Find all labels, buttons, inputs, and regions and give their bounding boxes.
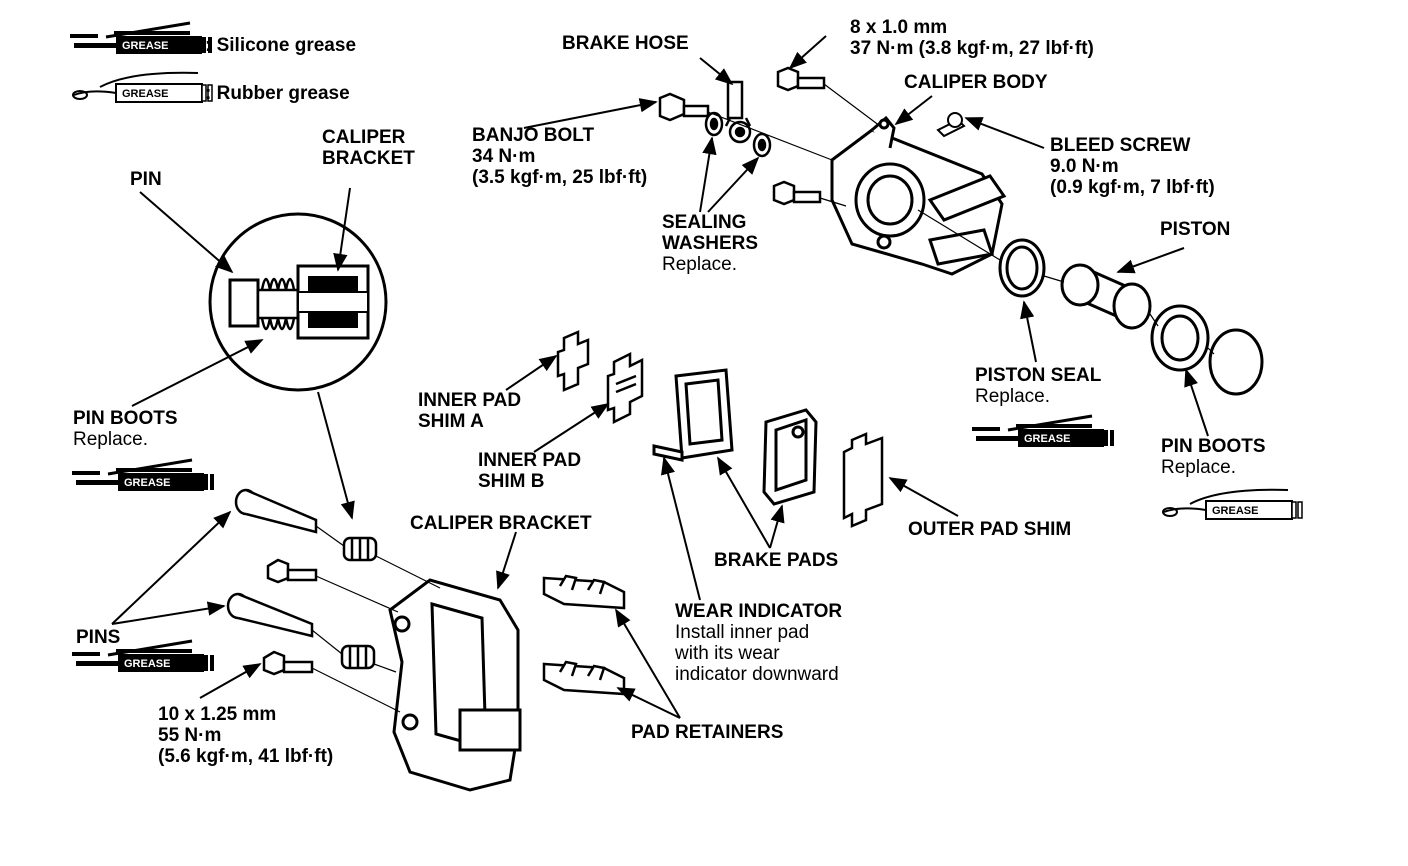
pin-bolt-spec-label: 10 x 1.25 mm 55 N·m (5.6 kgf·m, 41 lbf·f… bbox=[158, 704, 334, 767]
inner-pad-shim-a-part bbox=[556, 330, 590, 392]
pin-boots-right-grease-icon: GREASE bbox=[1162, 488, 1303, 520]
rubber-grease-icon: GREASE bbox=[72, 71, 213, 103]
inner-pad-shim-b-label: INNER PAD SHIM B bbox=[478, 450, 582, 492]
piston-seal-grease-icon: GREASE bbox=[970, 414, 1116, 449]
pin-detail-circle bbox=[208, 212, 388, 392]
caliper-bracket-label: CALIPER BRACKET bbox=[410, 513, 592, 534]
svg-text:GREASE: GREASE bbox=[122, 40, 168, 52]
banjo-bolt-part bbox=[658, 92, 772, 158]
sealing-washers-label: SEALING WASHERS Replace. bbox=[662, 212, 759, 275]
svg-text:GREASE: GREASE bbox=[1024, 433, 1070, 445]
pad-retainer-lower-part bbox=[542, 660, 626, 696]
banjo-bolt-label: BANJO BOLT 34 N·m (3.5 kgf·m, 25 lbf·ft) bbox=[472, 125, 648, 188]
piston-seal-part bbox=[998, 238, 1046, 298]
pin-label: PIN bbox=[130, 169, 162, 190]
pin-boot-upper-part bbox=[342, 536, 378, 562]
inner-pad-shim-a-label: INNER PAD SHIM A bbox=[418, 390, 522, 432]
inner-brake-pad-part bbox=[652, 368, 734, 462]
pin-boot-right-part bbox=[1150, 304, 1210, 372]
caliper-top-bolt-part bbox=[776, 66, 826, 92]
outer-brake-pad-part bbox=[762, 408, 818, 506]
wear-indicator-label: WEAR INDICATOR Install inner pad with it… bbox=[675, 601, 843, 685]
caliper-lower-bolt-part bbox=[772, 180, 822, 206]
outer-pad-shim-label: OUTER PAD SHIM bbox=[908, 519, 1072, 540]
bleed-screw-part bbox=[936, 112, 966, 138]
inner-pad-shim-b-part bbox=[606, 351, 644, 425]
assembly-lines bbox=[311, 83, 1215, 713]
leader-arrows bbox=[111, 35, 1209, 719]
svg-text:GREASE: GREASE bbox=[122, 88, 168, 100]
pin-bolt-upper-part bbox=[266, 558, 318, 584]
outer-pad-shim-part bbox=[842, 432, 884, 528]
piston-part bbox=[1060, 263, 1152, 330]
caliper-bracket-part bbox=[388, 578, 522, 792]
caliper-body-part bbox=[830, 115, 1007, 276]
bleed-screw-label: BLEED SCREW 9.0 N·m (0.9 kgf·m, 7 lbf·ft… bbox=[1050, 135, 1215, 198]
retaining-ring-part bbox=[1208, 328, 1264, 396]
caliper-bolt-spec-label: 8 x 1.0 mm 37 N·m (3.8 kgf·m, 27 lbf·ft) bbox=[850, 17, 1094, 59]
piston-seal-label: PISTON SEAL Replace. bbox=[975, 365, 1102, 407]
brake-pads-label: BRAKE PADS bbox=[714, 550, 839, 571]
brake-hose-label: BRAKE HOSE bbox=[562, 33, 689, 54]
piston-label: PISTON bbox=[1160, 219, 1231, 240]
caliper-bracket-detail-label: CALIPER BRACKET bbox=[322, 127, 415, 169]
rubber-grease-legend: : Rubber grease bbox=[205, 83, 350, 104]
svg-text:GREASE: GREASE bbox=[124, 477, 170, 489]
pin-lower-part bbox=[226, 592, 314, 638]
silicone-grease-icon: GREASE bbox=[68, 21, 214, 56]
silicone-grease-legend: : Silicone grease bbox=[205, 35, 357, 56]
pin-boots-grease-icon: GREASE bbox=[70, 458, 216, 493]
pin-bolt-lower-part bbox=[262, 650, 314, 676]
svg-text:GREASE: GREASE bbox=[1212, 505, 1258, 517]
pin-upper-part bbox=[234, 488, 318, 534]
pad-retainers-label: PAD RETAINERS bbox=[631, 722, 784, 743]
pin-boots-label: PIN BOOTS Replace. bbox=[73, 408, 178, 450]
brake-hose-part bbox=[724, 80, 752, 144]
pin-boots-right-label: PIN BOOTS Replace. bbox=[1161, 436, 1266, 478]
pin-boot-lower-part bbox=[340, 644, 376, 670]
pins-grease-icon: GREASE bbox=[70, 639, 216, 674]
pins-label: PINS bbox=[76, 627, 121, 648]
pad-retainer-upper-part bbox=[542, 574, 626, 610]
svg-text:GREASE: GREASE bbox=[124, 658, 170, 670]
caliper-body-label: CALIPER BODY bbox=[904, 72, 1048, 93]
